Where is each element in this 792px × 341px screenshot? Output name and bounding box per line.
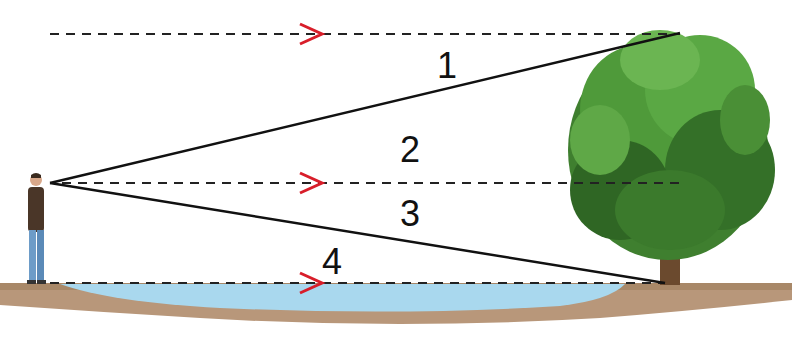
angle-number: 2: [400, 132, 420, 168]
tree-canopy: [568, 30, 775, 260]
person: [27, 173, 46, 284]
angle-number: 1: [437, 48, 457, 84]
angle-number: 4: [322, 244, 342, 280]
angle-number: 3: [400, 196, 420, 232]
pond: [60, 284, 625, 312]
ground: [0, 283, 792, 324]
sight-lines: [50, 33, 680, 283]
parallel-lines: [50, 34, 680, 283]
parallel-marks: [300, 24, 322, 293]
